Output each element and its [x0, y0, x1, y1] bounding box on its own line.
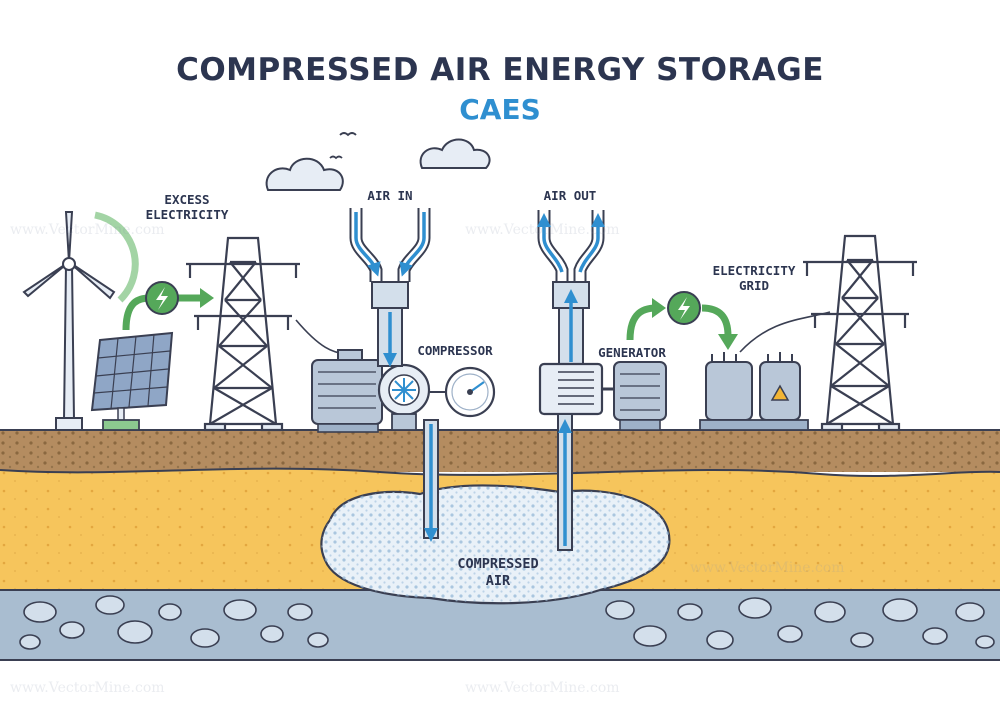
label-compressor: COMPRESSOR	[417, 343, 493, 358]
label-air-in: AIR IN	[367, 188, 413, 203]
watermark-text: www.VectorMine.com	[10, 222, 165, 238]
watermark-text: www.VectorMine.com	[465, 680, 620, 696]
cloud-icon-right	[419, 138, 491, 169]
label-excess-electricity-line2: ELECTRICITY	[145, 207, 229, 222]
pressure-gauge-icon	[430, 366, 496, 418]
watermark-text: www.VectorMine.com	[10, 680, 165, 696]
air-in-pipe	[349, 208, 431, 367]
label-excess-electricity: EXCESS ELECTRICITY	[132, 192, 242, 222]
label-electricity-grid-line1: ELECTRICITY	[712, 263, 796, 278]
label-air-out: AIR OUT	[543, 188, 597, 203]
label-generator: GENERATOR	[598, 345, 666, 360]
label-electricity-grid-line2: GRID	[738, 278, 770, 293]
birds-icon	[329, 132, 357, 160]
air-out-pipe	[537, 210, 605, 365]
page-title: COMPRESSED AIR ENERGY STORAGE	[176, 52, 824, 88]
cloud-icon-left	[265, 157, 344, 191]
page-subtitle: CAES	[459, 93, 541, 126]
energy-flow-arrow-left	[122, 281, 214, 331]
watermark-text: www.VectorMine.com	[465, 222, 620, 238]
solar-panel-icon	[90, 331, 174, 431]
label-compressed-air-line1: COMPRESSED	[457, 556, 539, 572]
topsoil-layer	[0, 429, 1000, 472]
power-line-right	[739, 311, 831, 353]
extraction-well-pipe	[557, 413, 573, 551]
watermark-text: www.VectorMine.com	[690, 560, 845, 576]
generator-icon	[538, 361, 667, 431]
label-electricity-grid: ELECTRICITY GRID	[696, 263, 812, 293]
compressed-air-cavern	[320, 484, 671, 605]
wind-turbine-icon	[22, 211, 139, 431]
compressor-fan-icon	[377, 363, 431, 431]
label-compressed-air: COMPRESSED AIR	[438, 556, 558, 590]
label-compressed-air-line2: AIR	[485, 573, 511, 589]
energy-flow-arrow-right	[626, 291, 738, 350]
injection-well-pipe	[423, 419, 439, 542]
transformer-icon	[699, 352, 809, 431]
label-excess-electricity-line1: EXCESS	[164, 192, 210, 207]
power-pylon-left-icon	[186, 236, 300, 432]
power-pylon-right-icon	[803, 234, 917, 432]
compressor-motor-icon	[311, 349, 383, 433]
